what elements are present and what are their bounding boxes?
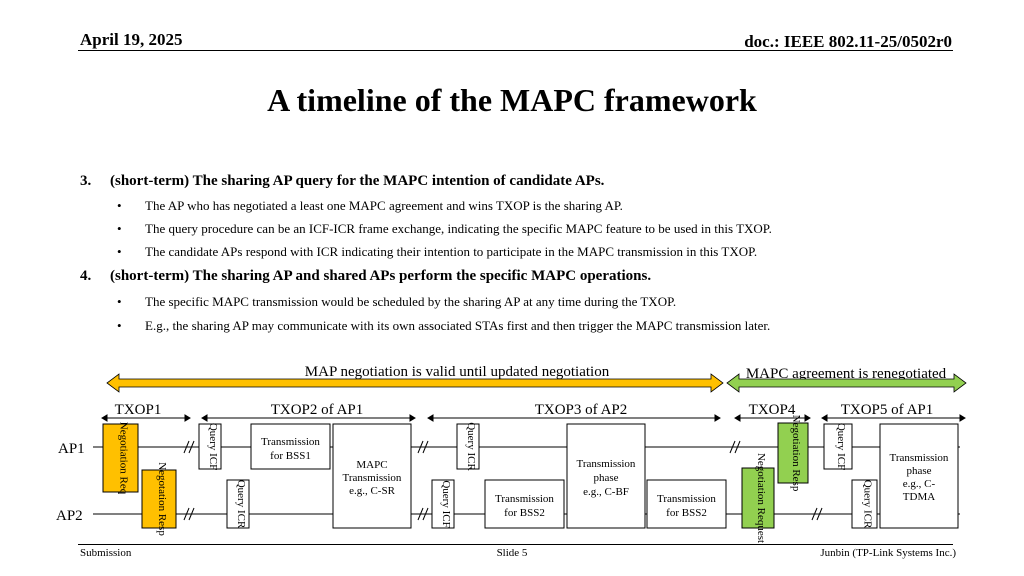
phase-bf-line2: phase bbox=[593, 472, 618, 484]
header-doc-id: doc.: IEEE 802.11-25/0502r0 bbox=[744, 32, 952, 51]
query-icr-block-2 bbox=[456, 423, 480, 470]
transmission-bss2-block-b bbox=[646, 479, 727, 529]
bullet-item: •The specific MAPC transmission would be… bbox=[117, 294, 677, 309]
section-number: 4. bbox=[80, 268, 92, 284]
txop1-label: TXOP1 bbox=[115, 402, 162, 418]
negotiation-req-label: Negotiation Req bbox=[118, 422, 130, 495]
query-icr-block-3 bbox=[851, 479, 878, 529]
transmission-bss1-block bbox=[250, 423, 331, 470]
mapc-sr-line1: MAPC bbox=[356, 459, 387, 471]
mapc-sr-line2: Transmission bbox=[343, 472, 402, 484]
section-text: (short-term) The sharing AP and shared A… bbox=[110, 268, 652, 284]
query-icr-label-2: Query ICR bbox=[465, 422, 477, 471]
phase-bf-line3: e.g., C-BF bbox=[583, 486, 629, 498]
footer-divider bbox=[78, 544, 953, 545]
negotiation-request-label: Negotiation Request bbox=[755, 453, 767, 543]
mapc-sr-line3: e.g., C-SR bbox=[349, 485, 396, 497]
txop2-label: TXOP2 of AP1 bbox=[271, 402, 364, 418]
negotiation-resp-block bbox=[141, 469, 177, 529]
row-label-ap2: AP2 bbox=[56, 508, 83, 524]
bullet-item: •The AP who has negotiated a least one M… bbox=[117, 198, 623, 213]
negotiation-resp-green-label: Negotiation Resp bbox=[790, 415, 802, 492]
query-icf-label-2: Query ICF bbox=[440, 480, 452, 527]
transmission-bss2-b-line1: Transmission bbox=[657, 493, 716, 505]
txop-brackets bbox=[101, 414, 966, 422]
phase-bf-line1: Transmission bbox=[577, 458, 636, 470]
section-number: 3. bbox=[80, 173, 92, 189]
txop3-label: TXOP3 of AP2 bbox=[535, 402, 628, 418]
query-icr-label-3: Query ICR bbox=[862, 480, 874, 529]
footer-author: Junbin (TP-Link Systems Inc.) bbox=[820, 547, 956, 559]
transmission-bss2-a-line1: Transmission bbox=[495, 493, 554, 505]
phase-tdma-line1: Transmission bbox=[890, 452, 949, 464]
bullet-text: The candidate APs respond with ICR indic… bbox=[145, 244, 758, 259]
transmission-phase-bf-block bbox=[566, 423, 646, 529]
bullet-item: •The candidate APs respond with ICR indi… bbox=[117, 244, 758, 259]
negotiation-request-block bbox=[741, 467, 775, 529]
break-marks bbox=[183, 440, 823, 521]
negotiation-valid-arrow bbox=[106, 373, 724, 393]
query-icf-block-3 bbox=[823, 423, 853, 470]
query-icf-label-3: Query ICF bbox=[835, 423, 847, 470]
row-label-ap1: AP1 bbox=[58, 441, 85, 457]
query-icf-block bbox=[198, 423, 222, 470]
section-4: 4. (short-term) The sharing AP and shared… bbox=[80, 268, 651, 285]
negotiation-resp-green-block bbox=[777, 422, 809, 484]
bullet-item: •E.g., the sharing AP may communicate wi… bbox=[117, 318, 771, 333]
query-icr-block bbox=[226, 479, 250, 529]
header-date: April 19, 2025 bbox=[80, 30, 183, 49]
bullet-text: The specific MAPC transmission would be … bbox=[145, 294, 677, 309]
bullet-item: •The query procedure can be an ICF-ICR f… bbox=[117, 221, 772, 236]
bullet-text: E.g., the sharing AP may communicate wit… bbox=[145, 318, 771, 333]
header-divider bbox=[78, 50, 953, 51]
negotiation-req-block bbox=[102, 423, 139, 493]
negotiation-resp-label: Negotation Resp bbox=[156, 462, 168, 536]
transmission-bss2-b-line2: for BSS2 bbox=[666, 507, 707, 519]
query-icf-block-2 bbox=[431, 479, 455, 529]
transmission-bss2-block-a bbox=[484, 479, 565, 529]
section-3: 3. (short-term) The sharing AP query for … bbox=[80, 173, 604, 190]
transmission-bss1-line2: for BSS1 bbox=[270, 450, 311, 462]
negotiation-valid-label: MAP negotiation is valid until updated n… bbox=[305, 364, 610, 380]
transmission-bss1-line1: Transmission bbox=[261, 436, 320, 448]
txop4-label: TXOP4 bbox=[749, 402, 796, 418]
section-text: (short-term) The sharing AP query for th… bbox=[110, 173, 605, 189]
phase-tdma-line4: TDMA bbox=[903, 491, 935, 503]
mapc-transmission-sr-block bbox=[332, 423, 412, 529]
renegotiated-arrow bbox=[726, 373, 967, 393]
renegotiated-label: MAPC agreement is renegotiated bbox=[746, 366, 947, 382]
bullet-text: The query procedure can be an ICF-ICR fr… bbox=[145, 221, 772, 236]
transmission-phase-tdma-block bbox=[879, 423, 959, 529]
phase-tdma-line3: e.g., C- bbox=[903, 478, 936, 490]
footer-submission: Submission bbox=[80, 547, 132, 559]
slide-title: A timeline of the MAPC framework bbox=[267, 82, 757, 118]
txop5-label: TXOP5 of AP1 bbox=[841, 402, 934, 418]
query-icf-label: Query ICF bbox=[207, 423, 219, 470]
bullet-text: The AP who has negotiated a least one MA… bbox=[145, 198, 623, 213]
footer-slide-number: Slide 5 bbox=[496, 547, 528, 559]
query-icr-label: Query ICR bbox=[235, 480, 247, 529]
phase-tdma-line2: phase bbox=[906, 465, 931, 477]
transmission-bss2-a-line2: for BSS2 bbox=[504, 507, 545, 519]
